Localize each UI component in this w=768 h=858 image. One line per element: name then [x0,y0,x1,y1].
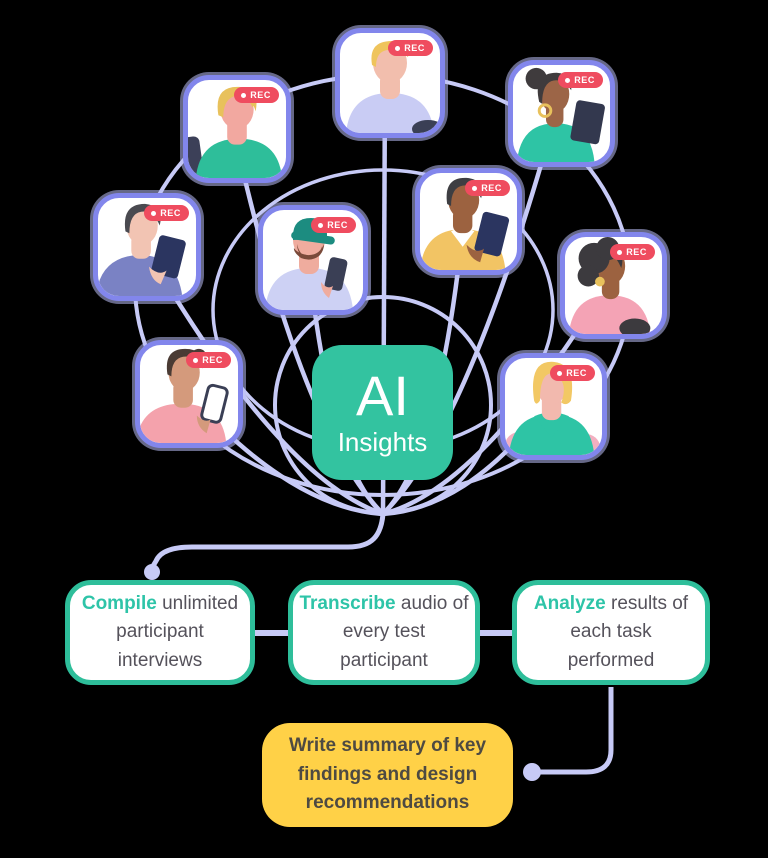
blond-person-teal-shirt-rear-view-illustration [188,86,283,178]
rec-badge: REC [388,40,433,56]
funnel-stem-connector [150,513,386,568]
rec-badge: REC [550,365,595,381]
rec-dot-icon [193,357,199,363]
rec-label: REC [250,90,271,100]
participant-avatar-top-left: REC [183,75,291,183]
participant-avatar-inner-left: REC [258,205,368,315]
rec-label: REC [566,368,587,378]
rec-label: REC [626,247,647,257]
step-analyze-text: results of each task performed [567,592,689,671]
connector-dot-start [144,564,160,580]
rec-dot-icon [472,185,478,191]
summary-text: Write summary of key findings and design… [288,735,487,814]
rec-dot-icon [241,92,247,98]
rec-badge: REC [465,180,510,196]
participant-avatar-bottom-left: REC [135,340,243,448]
rec-dot-icon [318,222,324,228]
summary-box: Write summary of key findings and design… [262,723,513,827]
rec-badge: REC [234,87,279,103]
participant-avatar-right: REC [560,232,667,339]
connector-dot-summary [523,763,541,781]
ai-insights-box: AI Insights [312,345,453,480]
rec-label: REC [160,208,181,218]
rec-dot-icon [395,45,401,51]
step-compile-text: unlimited participant interviews [116,592,239,671]
rec-label: REC [327,220,348,230]
rec-dot-icon [617,249,623,255]
step-transcribe-text: audio of every test participant [340,592,469,671]
step-transcribe: Transcribe audio of every test participa… [288,580,480,685]
participant-avatar-left: REC [93,193,201,301]
rec-badge: REC [558,72,603,88]
step-compile: Compile unlimited participant interviews [65,580,255,685]
rec-label: REC [481,183,502,193]
rec-dot-icon [151,210,157,216]
rec-label: REC [574,75,595,85]
rec-badge: REC [610,244,655,260]
step-analyze-highlight: Analyze [533,592,606,614]
rec-label: REC [404,43,425,53]
step-analyze: Analyze results of each task performed [512,580,710,685]
ai-subtitle: Insights [337,427,428,458]
participant-avatar-top-right: REC [508,60,615,167]
rec-label: REC [202,355,223,365]
participant-avatar-inner-right: REC [415,168,522,275]
step-compile-highlight: Compile [81,592,157,614]
participant-avatar-top: REC [335,28,445,138]
rec-badge: REC [144,205,189,221]
rec-badge: REC [186,352,231,368]
rec-dot-icon [557,370,563,376]
step-transcribe-highlight: Transcribe [299,592,396,614]
participant-avatar-bottom-right: REC [500,353,607,460]
ai-title: AI [356,363,409,427]
blonde-woman-teal-top-illustration [505,361,601,455]
step3-summary-connector [540,687,614,775]
rec-dot-icon [565,77,571,83]
rec-badge: REC [311,217,356,233]
